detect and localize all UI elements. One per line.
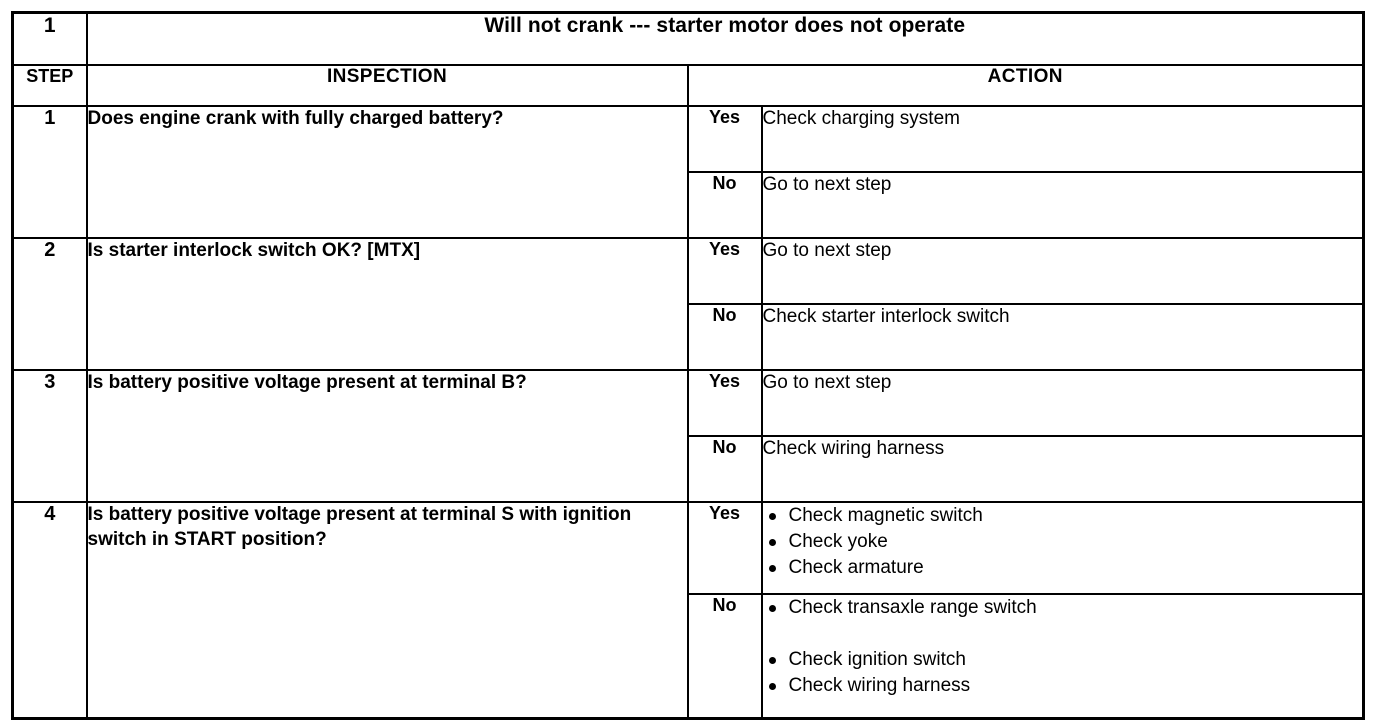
action-bullet-item: Check yoke (763, 529, 1363, 555)
action-text-no: Check wiring harness (760, 435, 1365, 503)
column-header-inspection: INSPECTION (85, 64, 689, 107)
step-number: 4 (11, 501, 88, 720)
column-header-action: ACTION (686, 64, 1365, 107)
table-row: 1 Does engine crank with fully charged b… (11, 105, 1365, 239)
bullet-spacer (763, 621, 1363, 647)
action-bullet-item: Check wiring harness (763, 673, 1363, 699)
answer-label-yes: Yes (686, 369, 763, 437)
symptom-title: Will not crank --- starter motor does no… (85, 11, 1365, 66)
answer-label-no: No (686, 303, 763, 371)
answer-label-yes: Yes (686, 105, 763, 173)
table-row: No Check starter interlock switch (13, 303, 1365, 371)
table-row: 2 Is starter interlock switch OK? [MTX] … (11, 237, 1365, 371)
answer-label-yes: Yes (686, 501, 763, 595)
table-row: 3 Is battery positive voltage present at… (11, 369, 1365, 503)
table-title-row: 1 Will not crank --- starter motor does … (11, 11, 1365, 66)
action-bullet-item: Check magnetic switch (763, 503, 1363, 529)
answer-label-no: No (686, 171, 763, 239)
inspection-text: Is battery positive voltage present at t… (85, 501, 689, 720)
symptom-number: 1 (11, 11, 88, 66)
table-row: No Check wiring harness (13, 435, 1365, 503)
column-header-step: STEP (11, 64, 88, 107)
action-text-no: Check starter interlock switch (760, 303, 1365, 371)
step-number: 2 (11, 237, 88, 371)
action-bullet-item: Check ignition switch (763, 647, 1363, 673)
action-text-yes: Go to next step (760, 369, 1365, 437)
table-row: No Go to next step (13, 171, 1365, 239)
action-text-yes: Check charging system (760, 105, 1365, 173)
table-header-row: STEP INSPECTION ACTION (11, 64, 1365, 107)
answer-label-no: No (686, 435, 763, 503)
answer-label-yes: Yes (686, 237, 763, 305)
answer-label-no: No (686, 593, 763, 720)
table-row: 4 Is battery positive voltage present at… (11, 501, 1365, 720)
inspection-text: Is starter interlock switch OK? [MTX] (85, 237, 689, 371)
inspection-text: Is battery positive voltage present at t… (85, 369, 689, 503)
step-number: 1 (11, 105, 88, 239)
step-number: 3 (11, 369, 88, 503)
action-bullet-item: Check armature (763, 555, 1363, 581)
action-text-no: Go to next step (760, 171, 1365, 239)
action-text-yes: Go to next step (760, 237, 1365, 305)
action-bullet-item: Check transaxle range switch (763, 595, 1363, 621)
troubleshooting-table: 1 Will not crank --- starter motor does … (11, 11, 1366, 720)
inspection-text: Does engine crank with fully charged bat… (85, 105, 689, 239)
